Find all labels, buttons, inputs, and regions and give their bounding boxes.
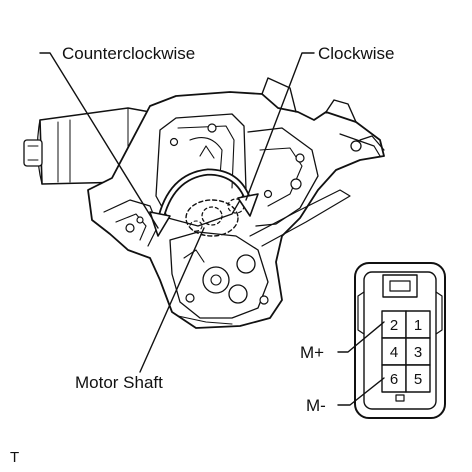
terminal-5 (405, 364, 431, 393)
motor-connector: 2 1 4 3 6 5 (337, 262, 446, 419)
motor-shaft-leader (139, 227, 205, 373)
terminal-2-label: 2 (390, 317, 398, 334)
terminal-grid: 2 1 4 3 6 5 (381, 310, 431, 393)
door-lock-assembly (23, 77, 385, 329)
terminal-6-label: 6 (390, 371, 398, 388)
clockwise-leader (245, 52, 315, 201)
m-plus-leader (337, 321, 385, 353)
clockwise-label: Clockwise (318, 44, 395, 63)
m-minus-label: M- (306, 396, 326, 415)
counterclockwise-leader (39, 52, 159, 229)
leader-lines (39, 52, 315, 373)
motor-shaft-label: Motor Shaft (75, 373, 163, 392)
terminal-1 (405, 310, 431, 339)
terminal-3 (405, 337, 431, 366)
m-minus-leader (337, 377, 385, 406)
terminal-6 (381, 364, 407, 393)
terminal-3-label: 3 (414, 344, 422, 361)
terminal-5-label: 5 (414, 371, 422, 388)
m-plus-label: M+ (300, 343, 324, 362)
counterclockwise-label: Counterclockwise (62, 44, 195, 63)
rotation-arrow-icon (149, 168, 259, 237)
corner-mark: T (10, 449, 19, 466)
terminal-4-label: 4 (390, 344, 398, 361)
terminal-1-label: 1 (414, 317, 422, 334)
